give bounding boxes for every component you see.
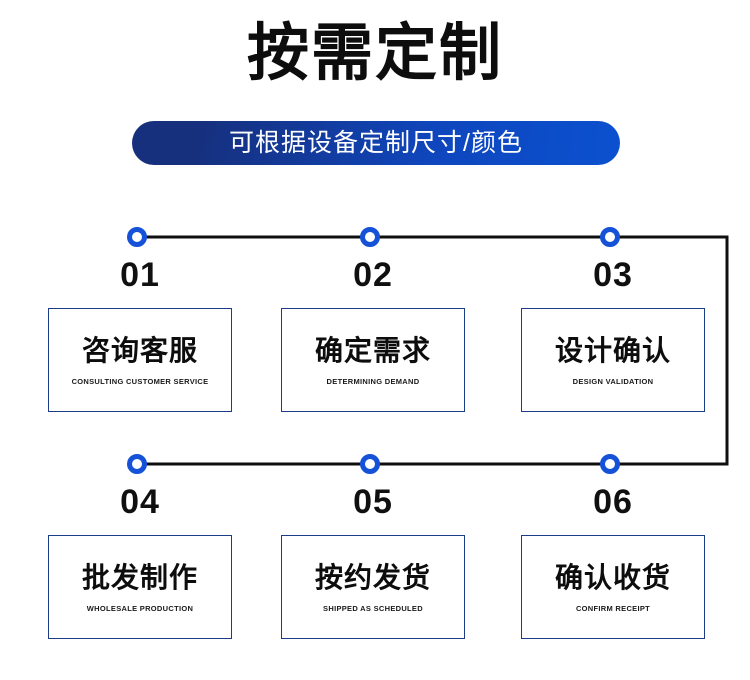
step-card[interactable]: 设计确认 DESIGN VALIDATION xyxy=(521,308,705,412)
step-number: 04 xyxy=(120,483,160,521)
step-title-cn: 批发制作 xyxy=(81,561,198,593)
step-title-en: WHOLESALE PRODUCTION xyxy=(86,603,194,613)
step-node-circle-icon xyxy=(600,227,620,247)
step-number: 05 xyxy=(353,483,393,521)
step-title-en: DETERMINING DEMAND xyxy=(326,376,420,386)
step-title-cn: 按约发货 xyxy=(314,561,431,593)
step-title-cn: 设计确认 xyxy=(554,334,671,366)
step-node-circle-icon xyxy=(360,454,380,474)
step-node-circle-icon xyxy=(600,454,620,474)
step-title-en: CONSULTING CUSTOMER SERVICE xyxy=(71,376,209,386)
step-node-circle-icon xyxy=(127,454,147,474)
step-title-cn: 确定需求 xyxy=(314,334,431,366)
subtitle-pill: 可根据设备定制尺寸/颜色 xyxy=(132,121,620,165)
step-number: 06 xyxy=(593,483,633,521)
step-title-cn: 确认收货 xyxy=(554,561,671,593)
step-title-en: CONFIRM RECEIPT xyxy=(575,603,651,613)
step-card[interactable]: 确认收货 CONFIRM RECEIPT xyxy=(521,535,705,639)
step-number: 02 xyxy=(353,256,393,294)
step-card[interactable]: 确定需求 DETERMINING DEMAND xyxy=(281,308,465,412)
step-card[interactable]: 批发制作 WHOLESALE PRODUCTION xyxy=(48,535,232,639)
step-title-cn: 咨询客服 xyxy=(81,334,198,366)
step-card[interactable]: 按约发货 SHIPPED AS SCHEDULED xyxy=(281,535,465,639)
step-number: 03 xyxy=(593,256,633,294)
page-title: 按需定制 xyxy=(246,19,503,88)
step-card[interactable]: 咨询客服 CONSULTING CUSTOMER SERVICE xyxy=(48,308,232,412)
step-title-en: DESIGN VALIDATION xyxy=(572,376,654,386)
step-node-circle-icon xyxy=(127,227,147,247)
subtitle-pill-label: 可根据设备定制尺寸/颜色 xyxy=(229,129,523,157)
step-node-circle-icon xyxy=(360,227,380,247)
step-title-en: SHIPPED AS SCHEDULED xyxy=(323,603,423,613)
step-number: 01 xyxy=(120,256,160,294)
